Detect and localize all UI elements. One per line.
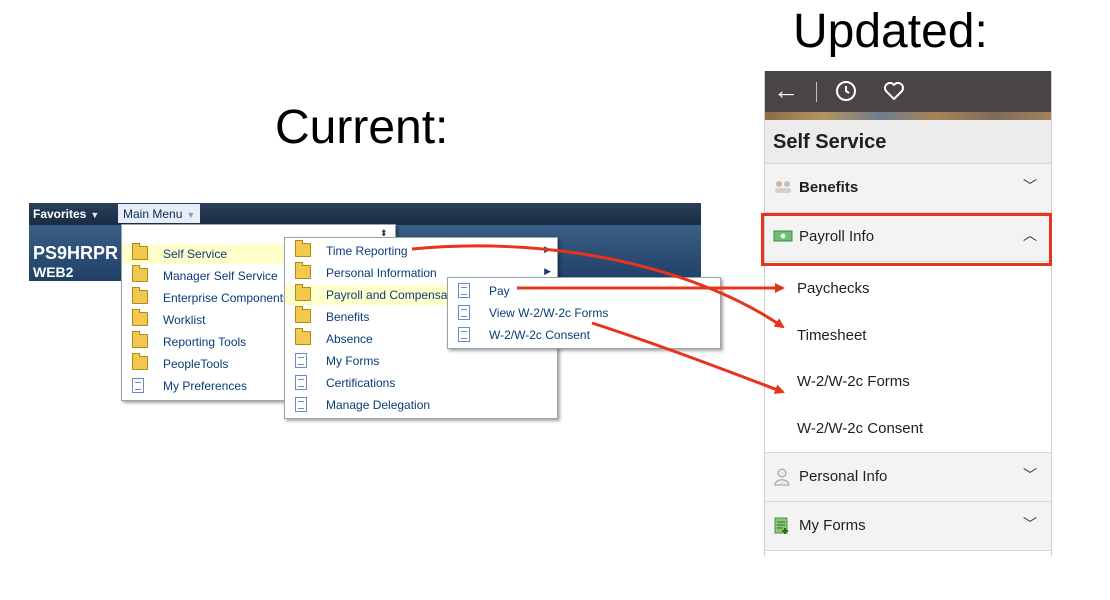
chevron-down-icon: ﹀	[1023, 467, 1037, 483]
nav-item-timesheet[interactable]: Timesheet	[797, 327, 867, 344]
page-title-bar: Self Service	[765, 120, 1051, 164]
history-icon[interactable]	[835, 80, 857, 107]
folder-icon	[295, 262, 311, 279]
document-icon	[458, 327, 470, 342]
chevron-down-icon: ﹀	[1023, 516, 1037, 532]
folder-icon	[132, 309, 148, 326]
menu-item-benefits[interactable]: Benefits	[285, 306, 557, 327]
menu-item-label: PeopleTools	[163, 357, 229, 371]
menu-item-certifications[interactable]: Certifications	[285, 373, 557, 393]
dropdown-arrow-icon: ▼	[90, 210, 100, 220]
menu-item-enterprise-components[interactable]: Enterprise Components	[122, 287, 395, 308]
banner-title: PS9HRPR	[33, 243, 119, 263]
benefits-icon	[773, 179, 793, 195]
menu-item-label: My Forms	[326, 354, 380, 368]
menu-item-label: Pay	[489, 284, 510, 298]
arrow-consent-to-w2-forms	[591, 321, 785, 394]
menu-bar: Favorites▼ Main Menu▼	[29, 203, 701, 225]
favorites-label: Favorites	[33, 207, 87, 221]
person-icon	[773, 468, 793, 486]
menu-item-label: Personal Information	[326, 266, 437, 280]
menu-item-worklist[interactable]: Worklist	[122, 309, 395, 330]
scroll-indicator-icon[interactable]: ⬍	[380, 228, 388, 238]
favorites-menu[interactable]: Favorites▼	[33, 207, 99, 221]
menu-item-label: Worklist	[163, 313, 206, 327]
banner-image-strip	[765, 112, 1051, 120]
chevron-down-icon: ﹀	[1023, 178, 1037, 194]
section-my-forms[interactable]: My Forms ﹀	[765, 502, 1051, 551]
nav-item-paychecks[interactable]: Paychecks	[797, 280, 870, 297]
page-title: Self Service	[773, 131, 887, 153]
document-icon	[295, 397, 307, 412]
document-icon	[132, 378, 144, 393]
menu-item-w2-consent[interactable]: W-2/W-2c Consent	[448, 325, 720, 345]
folder-icon	[295, 284, 311, 301]
folder-icon	[132, 331, 148, 348]
menu-item-label: Enterprise Components	[163, 291, 290, 305]
arrow-time-reporting-to-timesheet	[411, 244, 785, 329]
menu-item-label: Manage Delegation	[326, 398, 431, 412]
menu-item-pay[interactable]: Pay	[448, 281, 720, 301]
menu-item-peopletools[interactable]: PeopleTools	[122, 353, 395, 374]
nav-item-w2-consent[interactable]: W-2/W-2c Consent	[797, 420, 924, 437]
menu-item-manage-delegation[interactable]: Manage Delegation	[285, 395, 557, 415]
menu-item-label: Certifications	[326, 376, 396, 390]
menu-item-label: W-2/W-2c Consent	[489, 328, 590, 342]
main-menu-label: Main Menu	[123, 207, 183, 221]
menu-item-view-w2-forms[interactable]: View W-2/W-2c Forms	[448, 303, 720, 323]
menu-item-label: Self Service	[163, 247, 228, 261]
menu-item-label: Reporting Tools	[163, 335, 247, 349]
menu-item-label: Absence	[326, 332, 373, 346]
payroll-icon	[773, 228, 793, 244]
section-label: Benefits	[799, 179, 859, 196]
menu-item-label: Manager Self Service	[163, 269, 278, 283]
menu-item-label: Payroll and Compensation	[326, 288, 467, 302]
document-icon	[458, 283, 470, 298]
folder-icon	[295, 306, 311, 323]
menu-item-label: View W-2/W-2c Forms	[489, 306, 609, 320]
submenu-arrow-icon: ▶	[544, 266, 551, 276]
section-personal-info[interactable]: Personal Info ﹀	[765, 452, 1051, 502]
nav-item-w2-forms[interactable]: W-2/W-2c Forms	[797, 373, 910, 390]
toolbar-divider	[816, 82, 817, 102]
banner-subtitle: WEB2	[33, 264, 74, 280]
folder-icon	[132, 265, 148, 282]
menu-item-my-preferences[interactable]: My Preferences	[122, 376, 395, 396]
menu-item-personal-information[interactable]: Personal Information ▶	[285, 262, 557, 283]
menu-item-label: My Preferences	[163, 379, 248, 393]
document-icon	[295, 353, 307, 368]
menu-item-manager-self-service[interactable]: Manager Self Service	[122, 265, 395, 286]
section-benefits[interactable]: Benefits ﹀	[765, 164, 1051, 213]
document-icon	[295, 375, 307, 390]
menu-item-reporting-tools[interactable]: Reporting Tools	[122, 331, 395, 352]
menu-item-my-forms[interactable]: My Forms	[285, 351, 557, 371]
menu-item-label: Benefits	[326, 310, 370, 324]
menu-item-absence[interactable]: Absence	[285, 328, 557, 349]
updated-title: Updated:	[793, 5, 988, 58]
back-arrow-icon[interactable]: ←	[773, 75, 799, 105]
fluid-toolbar: ←	[765, 71, 1051, 120]
section-label: My Forms	[799, 517, 866, 534]
payroll-info-highlight	[761, 213, 1052, 266]
folder-icon	[132, 353, 148, 370]
forms-icon	[773, 517, 793, 534]
dropdown-arrow-icon: ▼	[186, 210, 196, 220]
folder-icon	[132, 243, 148, 260]
favorites-heart-icon[interactable]	[883, 81, 905, 106]
fluid-navigation-panel: ← Self Service Benefits ﹀ Payroll Info ︿…	[764, 71, 1052, 556]
chevron-up-icon: ︿	[1023, 227, 1037, 243]
main-menu-button[interactable]: Main Menu▼	[118, 204, 201, 223]
menu-item-label: Time Reporting	[326, 244, 408, 258]
current-title: Current:	[275, 101, 449, 154]
folder-icon	[295, 328, 311, 345]
section-label: Personal Info	[799, 468, 888, 485]
folder-icon	[295, 240, 311, 257]
section-label: Payroll Info	[799, 228, 875, 245]
folder-icon	[132, 287, 148, 304]
section-payroll-info[interactable]: Payroll Info ︿	[765, 213, 1051, 262]
document-icon	[458, 305, 470, 320]
